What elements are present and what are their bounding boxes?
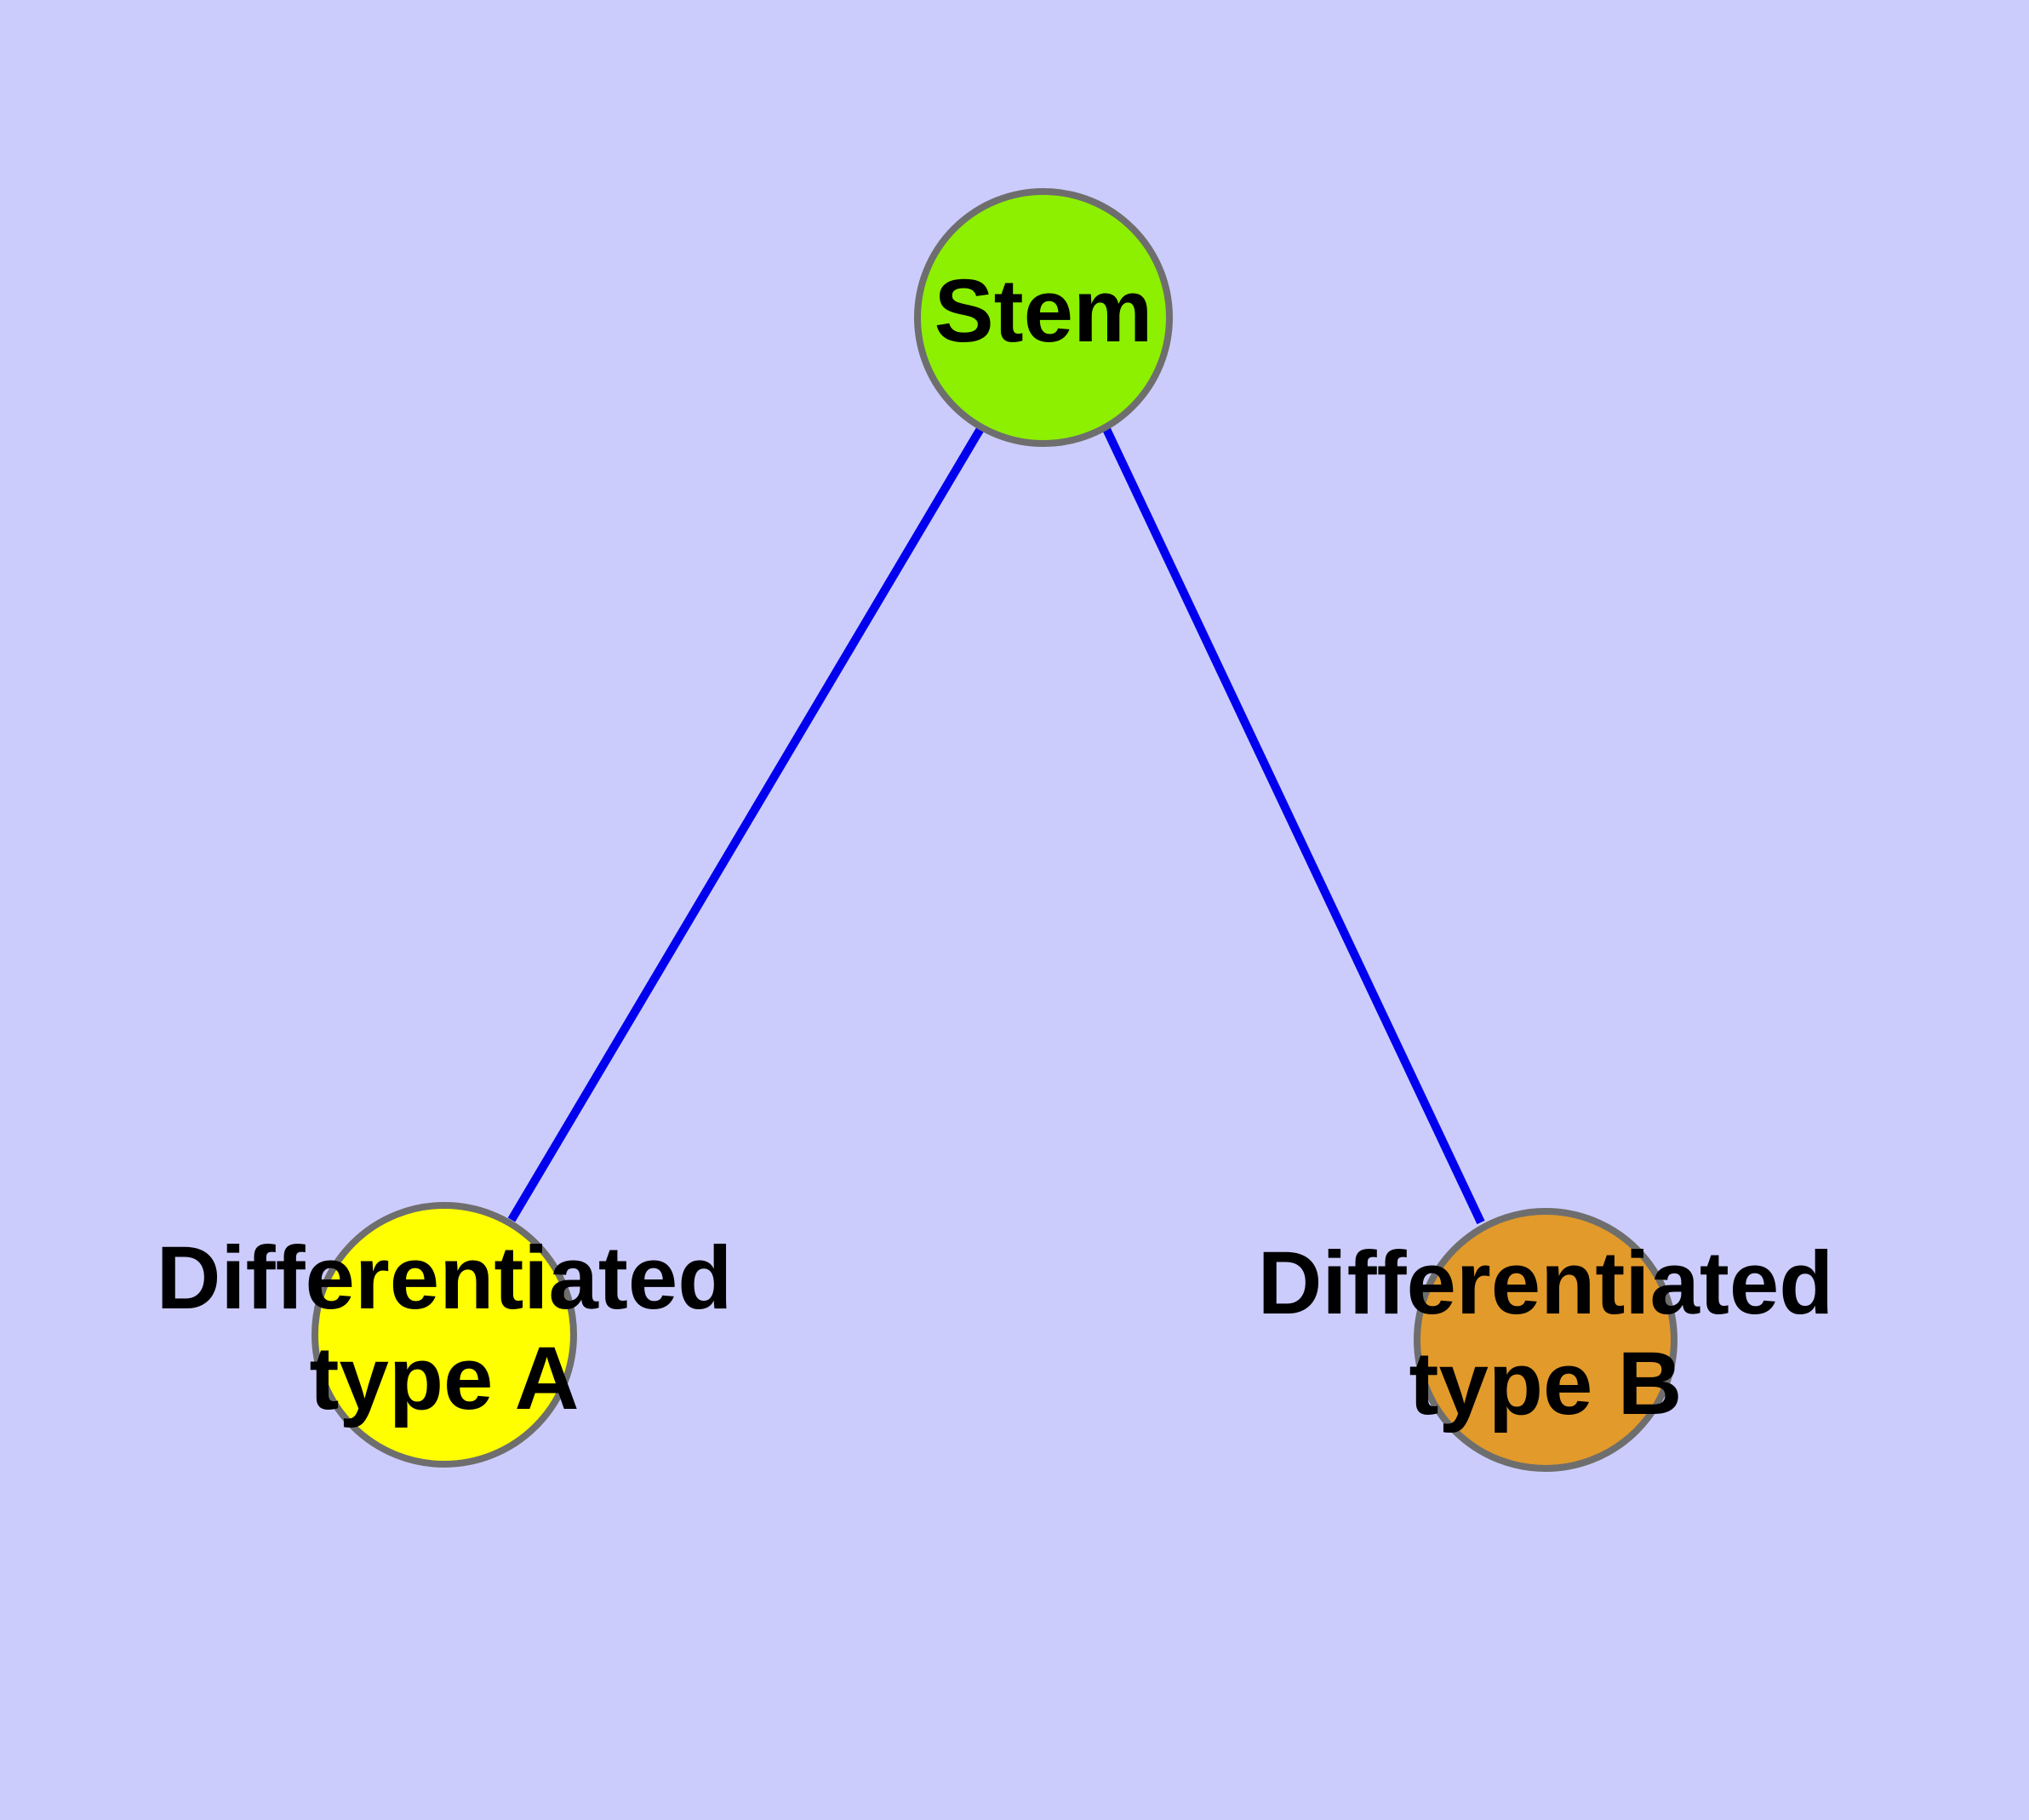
nodes-layer [311,188,1677,1472]
graph-node-label-line: Stem [934,261,1153,361]
graph-edge-stem-to-diff-b [1102,426,1485,1225]
graph-node-diff-b[interactable] [1414,1208,1677,1472]
graph-node-label-line: Differentiated [1258,1233,1834,1333]
graph-node-stem[interactable] [914,188,1173,447]
graph-node-diff-a[interactable] [311,1202,577,1468]
graph-node-label-line: type B [1409,1334,1683,1434]
graph-node-label-stem: Stem [934,261,1153,361]
graph-node-label-line: Differentiated [157,1228,733,1328]
edges-layer [507,425,1485,1225]
graph-edge-stem-to-diff-a [507,425,986,1222]
graph-node-label-line: type A [310,1329,580,1428]
